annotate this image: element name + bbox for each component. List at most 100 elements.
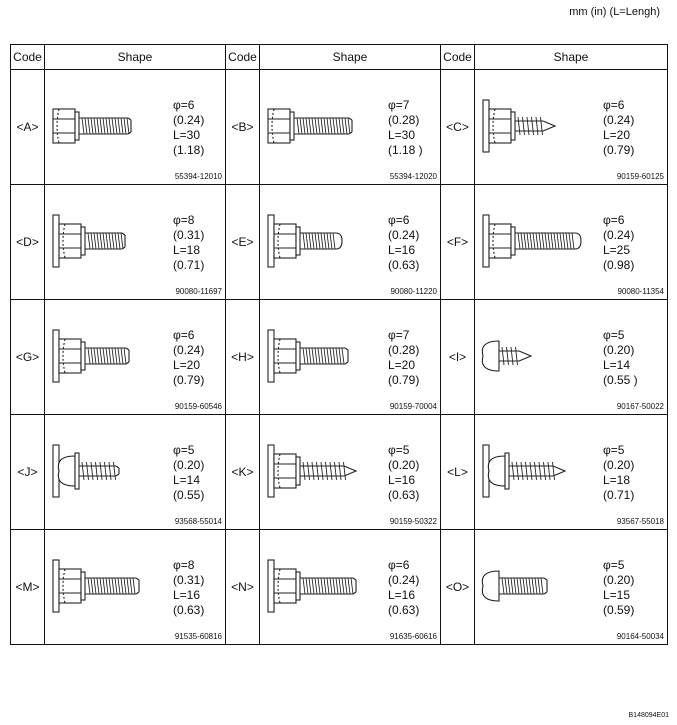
diameter-mm: φ=6 — [173, 98, 195, 112]
spec-block: φ=5(0.20)L=14(0.55) — [173, 443, 204, 503]
code-cell: <L> — [440, 414, 475, 530]
length-mm: L=16 — [173, 588, 201, 602]
code-cell: <C> — [440, 69, 475, 185]
length-mm: L=20 — [388, 358, 416, 372]
length-in: (1.18 ) — [388, 143, 423, 157]
spec-block: φ=6(0.24)L=20(0.79) — [173, 328, 204, 388]
bolt-drawing-icon — [52, 329, 130, 383]
code-cell: <E> — [225, 184, 260, 300]
table-row: <D>φ=8(0.31)L=18(0.71)90080-11697<E>φ=6(… — [10, 184, 668, 300]
length-in: (0.63) — [388, 603, 420, 617]
diameter-mm: φ=5 — [603, 558, 625, 572]
bolt-drawing-icon — [52, 559, 140, 613]
length-mm: L=18 — [603, 473, 631, 487]
length-mm: L=16 — [388, 243, 416, 257]
shape-cell: φ=6(0.24)L=20(0.79)90159-60546 — [44, 299, 226, 415]
spec-block: φ=6(0.24)L=25(0.98) — [603, 213, 634, 273]
diameter-in: (0.28) — [388, 343, 420, 357]
part-number: 90080-11354 — [617, 287, 664, 296]
diameter-mm: φ=6 — [388, 558, 410, 572]
bolt-drawing-icon — [52, 214, 126, 268]
diameter-in: (0.20) — [603, 573, 635, 587]
bolt-drawing-icon — [482, 214, 582, 268]
code-cell: <B> — [225, 69, 260, 185]
bolt-drawing-icon — [482, 99, 557, 153]
length-mm: L=20 — [173, 358, 201, 372]
spec-block: φ=6(0.24)L=20(0.79) — [603, 98, 634, 158]
bolt-drawing-icon — [267, 559, 357, 613]
spec-block: φ=5(0.20)L=18(0.71) — [603, 443, 634, 503]
spec-block: φ=6(0.24)L=16(0.63) — [388, 213, 419, 273]
table-row: <J>φ=5(0.20)L=14(0.55)93568-55014<K>φ=5(… — [10, 414, 668, 530]
diameter-mm: φ=6 — [603, 213, 625, 227]
shape-header: Shape — [259, 44, 441, 70]
code-cell: <A> — [10, 69, 45, 185]
length-mm: L=16 — [388, 473, 416, 487]
length-in: (0.63) — [173, 603, 205, 617]
part-number: 90080-11220 — [390, 287, 437, 296]
diameter-in: (0.31) — [173, 228, 205, 242]
figure-id: B148094E01 — [628, 712, 669, 719]
table-row: <G>φ=6(0.24)L=20(0.79)90159-60546<H>φ=7(… — [10, 299, 668, 415]
shape-header: Shape — [44, 44, 226, 70]
bolt-drawing-icon — [267, 108, 353, 144]
bolt-drawing-icon — [267, 214, 343, 268]
code-header: Code — [440, 44, 475, 70]
bolt-drawing-icon — [481, 570, 548, 602]
spec-block: φ=7(0.28)L=20(0.79) — [388, 328, 419, 388]
shape-cell: φ=8(0.31)L=18(0.71)90080-11697 — [44, 184, 226, 300]
length-in: (1.18) — [173, 143, 205, 157]
code-cell: <H> — [225, 299, 260, 415]
diameter-mm: φ=7 — [388, 98, 410, 112]
length-in: (0.55 ) — [603, 373, 638, 387]
shape-cell: φ=6(0.24)L=30(1.18)55394-12010 — [44, 69, 226, 185]
part-number: 93568-55014 — [174, 517, 222, 526]
table-header-row: Code Shape Code Shape Code Shape — [10, 44, 668, 70]
part-number: 93567-55018 — [616, 517, 664, 526]
diameter-mm: φ=5 — [388, 443, 410, 457]
length-in: (0.79) — [388, 373, 420, 387]
length-mm: L=14 — [173, 473, 201, 487]
part-number: 90164-50034 — [616, 632, 664, 641]
code-cell: <K> — [225, 414, 260, 530]
bolt-drawing-icon — [267, 329, 349, 383]
diameter-mm: φ=8 — [173, 558, 195, 572]
length-mm: L=20 — [603, 128, 631, 142]
part-number: 91635-60616 — [389, 632, 437, 641]
diameter-mm: φ=6 — [388, 213, 410, 227]
diameter-in: (0.20) — [173, 458, 205, 472]
spec-block: φ=5(0.20)L=14(0.55 ) — [603, 328, 638, 388]
part-number: 90080-11697 — [175, 287, 222, 296]
code-cell: <M> — [10, 529, 45, 645]
length-in: (0.55) — [173, 488, 205, 502]
shape-cell: φ=6(0.24)L=20(0.79) 90159-60125 — [474, 69, 668, 185]
length-in: (0.71) — [603, 488, 635, 502]
bolt-drawing-icon — [482, 444, 567, 498]
diameter-in: (0.24) — [173, 343, 205, 357]
spec-block: φ=7(0.28)L=30(1.18 ) — [388, 98, 423, 158]
spec-block: φ=5(0.20)L=15(0.59) — [603, 558, 634, 618]
diameter-mm: φ=6 — [603, 98, 625, 112]
diameter-in: (0.20) — [603, 343, 635, 357]
part-number: 55394-12010 — [174, 172, 222, 181]
diameter-in: (0.31) — [173, 573, 205, 587]
length-mm: L=16 — [388, 588, 416, 602]
code-cell: <F> — [440, 184, 475, 300]
length-mm: L=18 — [173, 243, 201, 257]
code-cell: <N> — [225, 529, 260, 645]
code-header: Code — [10, 44, 45, 70]
bolt-drawing-icon — [52, 444, 120, 498]
fastener-table: Code Shape Code Shape Code Shape <A>φ=6(… — [10, 44, 668, 645]
length-mm: L=30 — [173, 128, 201, 142]
bolt-drawing-icon — [481, 340, 533, 372]
shape-cell: φ=6(0.24)L=16(0.63) 90080-11220 — [259, 184, 441, 300]
length-in: (0.63) — [388, 258, 420, 272]
diameter-mm: φ=7 — [388, 328, 410, 342]
shape-cell: φ=5(0.20)L=18(0.71) 93567-55018 — [474, 414, 668, 530]
length-in: (0.59) — [603, 603, 635, 617]
part-number: 90159-60125 — [616, 172, 664, 181]
shape-cell: φ=5(0.20)L=15(0.59) 90164-50034 — [474, 529, 668, 645]
spec-block: φ=5(0.20)L=16(0.63) — [388, 443, 419, 503]
diameter-in: (0.20) — [388, 458, 420, 472]
diameter-in: (0.24) — [603, 228, 635, 242]
